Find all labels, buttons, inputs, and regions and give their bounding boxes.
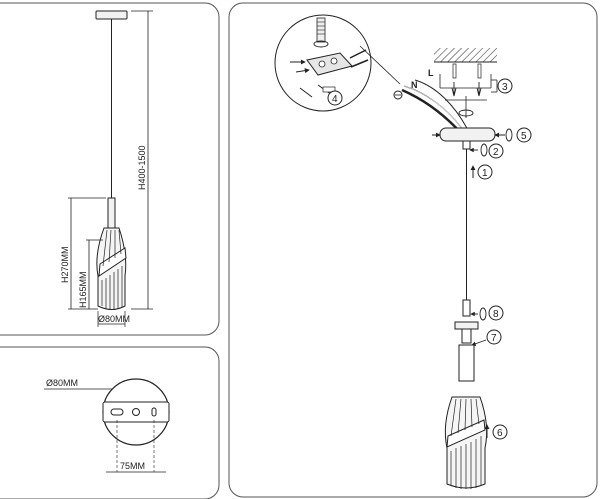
fixture-height-label: H270MM [60, 246, 70, 283]
step-3-label: 3 [502, 82, 508, 93]
canopy-diameter-label: Ø80MM [46, 378, 78, 388]
step-2-label: 2 [493, 147, 499, 158]
terminal-block-detail [274, 14, 372, 112]
glass-shade [96, 227, 127, 310]
step-5-label: 5 [521, 131, 527, 142]
shade-diameter-label: Ø80MM [98, 314, 130, 324]
ceiling-hatch [434, 48, 497, 62]
canopy-panel: Ø80MM 75MM [0, 346, 220, 499]
canopy [95, 10, 128, 20]
neutral-wire-label: N [411, 80, 418, 90]
mount-spacing-label: 75MM [120, 461, 145, 471]
lamp-socket [458, 344, 475, 382]
lamp-holder [107, 197, 116, 229]
step-7-label: 7 [491, 333, 497, 344]
installed-shade [444, 396, 488, 489]
shade-ring [454, 321, 479, 330]
step-8-label: 8 [493, 309, 499, 320]
shade-height-label: H165MM [78, 271, 88, 308]
canopy-installed [439, 127, 496, 142]
step-1-label: 1 [482, 168, 488, 179]
live-wire-label: L [428, 68, 434, 78]
installation-panel: 4 N L 3 5 [228, 2, 598, 498]
step-4-label: 4 [332, 94, 338, 105]
total-height-label: H400-1500 [137, 145, 147, 190]
step-6-label: 6 [497, 428, 503, 439]
dimension-panel: H400-1500 H270MM H165MM Ø80MM [0, 2, 220, 336]
